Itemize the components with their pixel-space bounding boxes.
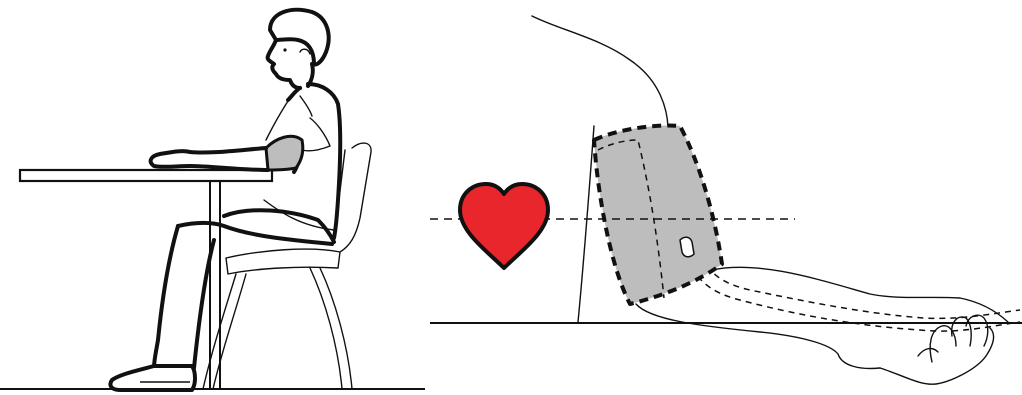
left-panel-cuff — [266, 136, 303, 170]
seated-person — [110, 10, 340, 390]
arm-outline-top — [712, 267, 1008, 322]
hair — [270, 10, 329, 65]
hand — [880, 315, 993, 384]
arm-outline-bottom — [636, 304, 880, 368]
arm-cuff-scene — [430, 16, 1022, 384]
tube-port — [680, 237, 694, 257]
shoulder-outline — [532, 16, 668, 130]
shoe — [110, 366, 195, 390]
heart-icon — [460, 184, 548, 268]
seated-person-scene — [0, 10, 425, 390]
torso-outline — [578, 126, 594, 322]
arm-cuff — [594, 126, 722, 304]
cuff-tube-2 — [698, 246, 1020, 318]
